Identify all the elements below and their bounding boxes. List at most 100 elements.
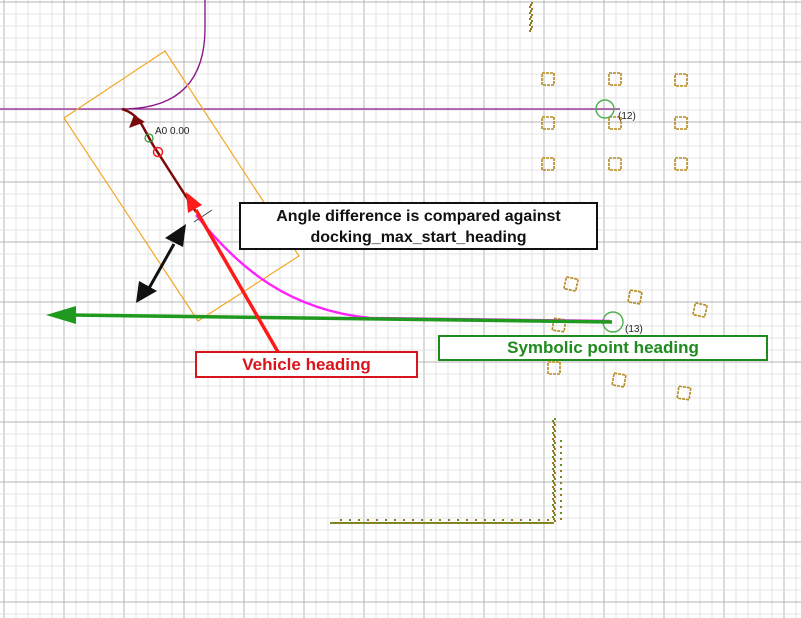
landmarks — [541, 72, 709, 401]
scan-point — [439, 519, 441, 521]
scan-point — [352, 522, 354, 524]
scan-point — [332, 522, 334, 524]
scan-point — [350, 522, 352, 524]
scan-point — [554, 520, 556, 522]
scan-point — [536, 522, 538, 524]
scan-point — [382, 522, 384, 524]
scan-point — [531, 20, 533, 22]
angle-arrowhead-upper — [165, 224, 186, 247]
scan-point — [430, 519, 432, 521]
scan-point — [560, 488, 562, 490]
scan-point — [560, 476, 562, 478]
scan-point — [474, 522, 476, 524]
scan-point — [552, 450, 554, 452]
scan-point — [376, 519, 378, 521]
scan-point — [552, 510, 554, 512]
scan-point — [349, 519, 351, 521]
scan-point — [554, 490, 556, 492]
scan-point — [456, 522, 458, 524]
scan-point — [553, 494, 555, 496]
scan-point — [402, 522, 404, 524]
scan-point — [553, 428, 555, 430]
scan-point — [354, 522, 356, 524]
scan-point — [560, 512, 562, 514]
scan-point — [482, 522, 484, 524]
angle-difference-arrow — [146, 243, 176, 291]
scan-point — [552, 456, 554, 458]
scan-point — [546, 522, 548, 524]
landmark-square-icon — [674, 157, 688, 171]
scan-point — [444, 522, 446, 524]
scan-point — [552, 468, 554, 470]
scan-point — [504, 522, 506, 524]
landmark-square-icon — [547, 361, 561, 375]
scan-point — [553, 422, 555, 424]
vehicle-marker-label: A0 0.00 — [155, 126, 190, 137]
scan-point — [366, 522, 368, 524]
scan-point — [484, 522, 486, 524]
scan-point — [362, 522, 364, 524]
scan-point — [468, 522, 470, 524]
scan-point — [552, 420, 554, 422]
scan-point — [496, 522, 498, 524]
scan-point — [552, 426, 554, 428]
scan-point — [560, 494, 562, 496]
scan-point — [560, 458, 562, 460]
scan-point — [560, 482, 562, 484]
scan-point — [516, 522, 518, 524]
scan-point — [553, 488, 555, 490]
scan-point — [552, 522, 554, 524]
scan-point — [553, 434, 555, 436]
scan-point — [506, 522, 508, 524]
cross-mark — [193, 209, 213, 223]
scan-point — [380, 522, 382, 524]
scan-point — [538, 522, 540, 524]
scan-point — [390, 522, 392, 524]
landmark-square-icon — [674, 73, 688, 87]
scan-point — [502, 519, 504, 521]
scan-point — [554, 430, 556, 432]
scan-point — [529, 12, 531, 14]
scan-point — [490, 522, 492, 524]
scan-point — [552, 516, 554, 518]
scan-point — [494, 522, 496, 524]
scan-point — [454, 522, 456, 524]
vehicle-heading-arrowhead — [186, 192, 202, 213]
scan-point — [560, 440, 562, 442]
scan-point — [524, 522, 526, 524]
scan-point — [529, 519, 531, 521]
scan-point — [450, 522, 452, 524]
scan-point — [392, 522, 394, 524]
scan-point — [554, 508, 556, 510]
scan-point — [458, 522, 460, 524]
symbolic-point-heading-callout: Symbolic point heading — [438, 335, 768, 361]
vehicle-heading-callout: Vehicle heading — [195, 351, 418, 378]
scan-point — [554, 466, 556, 468]
scan-point — [408, 522, 410, 524]
scan-point — [560, 470, 562, 472]
scan-point — [394, 519, 396, 521]
scan-point — [438, 522, 440, 524]
scan-point — [426, 522, 428, 524]
scan-point — [500, 522, 502, 524]
angle-arrowhead-lower — [136, 281, 157, 303]
vehicle-footprint — [63, 50, 300, 322]
landmark-square-icon — [541, 116, 555, 130]
vehicle-target-icon — [152, 146, 164, 158]
angle-callout-line1: Angle difference is compared against — [276, 208, 561, 225]
scan-point — [416, 522, 418, 524]
landmark-square-icon — [541, 157, 555, 171]
scan-point — [356, 522, 358, 524]
scan-point — [340, 522, 342, 524]
angle-difference-callout: Angle difference is compared against doc… — [239, 202, 598, 250]
scan-point — [478, 522, 480, 524]
scan-point — [547, 519, 549, 521]
scan-point — [464, 522, 466, 524]
symbolic-point-12-icon — [595, 99, 615, 119]
landmark-square-icon — [551, 317, 567, 333]
scan-point — [531, 14, 533, 16]
scan-point — [530, 22, 532, 24]
scan-point — [544, 522, 546, 524]
